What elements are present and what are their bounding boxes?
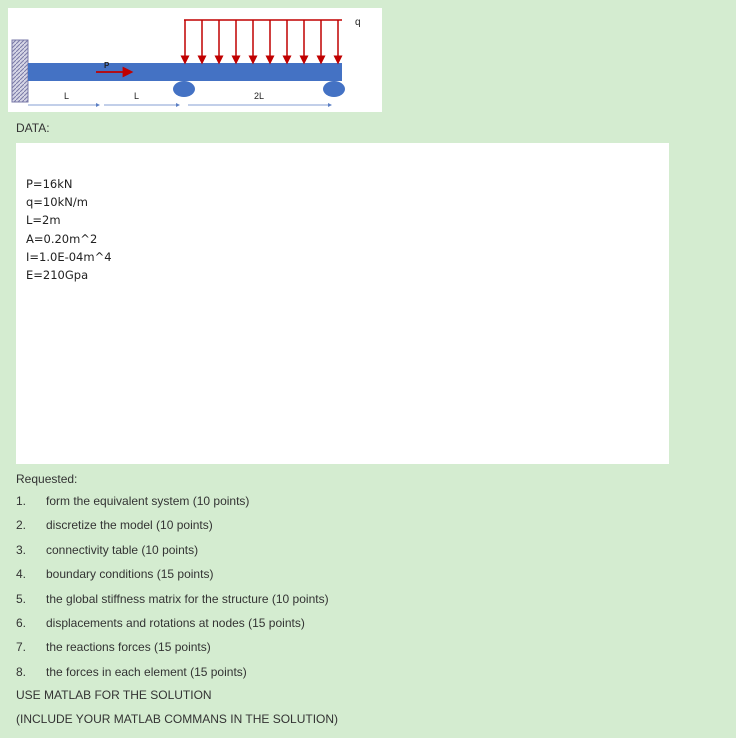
matlab-commands-note: (INCLUDE YOUR MATLAB COMMANS IN THE SOLU… [16,712,339,726]
data-line-a: A=0.20m^2 [26,231,98,246]
list-item: 8. the forces in each element (15 points) [16,663,329,687]
span3-label: 2L [254,91,264,101]
roller-support-1 [173,81,195,97]
list-item-text: the forces in each element (15 points) [46,664,247,679]
requested-heading: Requested: [16,472,78,486]
fixed-wall-support [11,39,29,103]
list-item-number: 3. [16,542,27,557]
list-item-text: discretize the model (10 points) [46,518,213,533]
matlab-instruction: USE MATLAB FOR THE SOLUTION [16,688,212,702]
beam [28,63,342,81]
list-item: 7. the reactions forces (15 points) [16,638,329,662]
list-item: 1. form the equivalent system (10 points) [16,492,329,516]
data-heading: DATA: [16,121,50,135]
list-item: 5. the global stiffness matrix for the st… [16,590,329,614]
requested-list: 1. form the equivalent system (10 points)… [16,492,329,687]
beam-diagram-svg: q P L L 2L [11,17,361,107]
list-item-number: 6. [16,615,27,630]
list-item-text: form the equivalent system (10 points) [46,494,250,508]
list-item-text: boundary conditions (15 points) [46,567,214,582]
list-item-number: 5. [16,591,27,606]
list-item: 3. connectivity table (10 points) [16,541,329,565]
list-item-number: 2. [16,518,27,533]
list-item-number: 1. [16,494,27,508]
data-box: P=16kN q=10kN/m L=2m A=0.20m^2 I=1.0E-04… [16,143,669,464]
list-item: 2. discretize the model (10 points) [16,516,329,540]
list-item: 6. displacements and rotations at nodes (… [16,614,329,638]
span2-label: L [134,91,139,101]
list-item-text: the global stiffness matrix for the stru… [46,591,329,606]
list-item-number: 8. [16,664,27,679]
data-values: P=16kN q=10kN/m L=2m A=0.20m^2 I=1.0E-04… [26,175,112,284]
point-load-label: P [104,61,110,70]
list-item-number: 4. [16,567,27,582]
data-line-p: P=16kN [26,177,73,191]
data-line-q: q=10kN/m [26,195,88,210]
list-item-text: displacements and rotations at nodes (15… [46,615,305,630]
beam-diagram: q P L L 2L [8,8,382,112]
data-line-l: L=2m [26,213,61,228]
list-item: 4. boundary conditions (15 points) [16,565,329,589]
load-q-label: q [355,17,361,28]
list-item-number: 7. [16,640,27,655]
roller-support-2 [323,81,345,97]
list-item-text: connectivity table (10 points) [46,542,199,557]
data-line-e: E=210Gpa [26,268,89,283]
distributed-load [180,19,343,65]
data-line-i: I=1.0E-04m^4 [26,249,112,264]
span1-label: L [64,91,69,101]
list-item-text: the reactions forces (15 points) [46,640,211,655]
